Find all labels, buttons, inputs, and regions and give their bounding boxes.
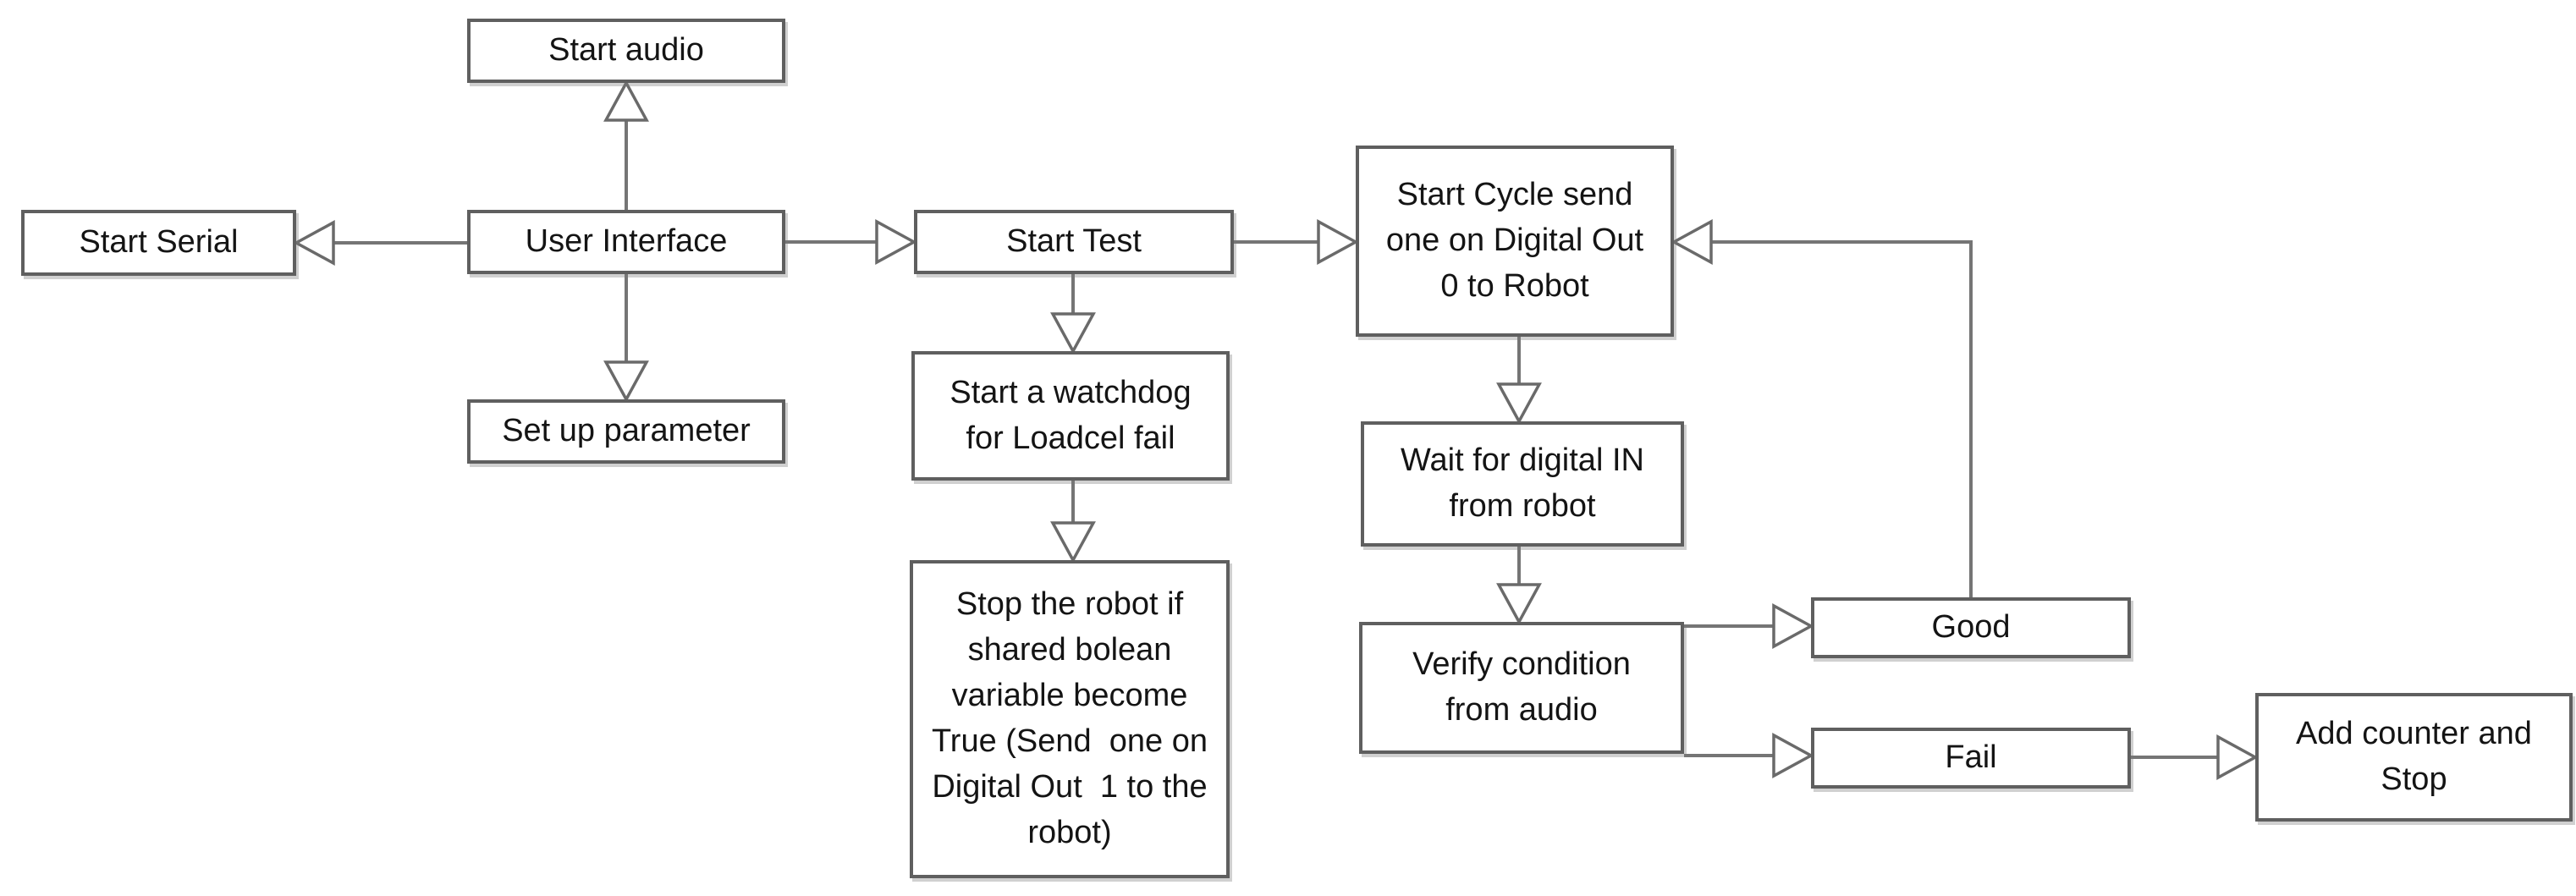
node-verify-condition-label: Verify condition from audio: [1412, 646, 1631, 728]
node-fail: Fail: [1811, 728, 2131, 789]
edge-start-test-to-start-cycle-arrowhead: [1317, 219, 1359, 265]
edge-user-interface-to-start-serial-arrowhead: [293, 220, 335, 266]
node-start-cycle: Start Cycle send one on Digital Out 0 to…: [1356, 146, 1674, 337]
edge-watchdog-to-stop-robot-arrowhead: [1050, 521, 1096, 563]
node-verify-condition: Verify condition from audio: [1359, 622, 1684, 754]
node-good-label: Good: [1931, 609, 2011, 646]
node-start-serial-label: Start Serial: [79, 224, 239, 261]
edge-fail-to-add-counter-arrowhead: [2216, 734, 2259, 780]
node-start-audio: Start audio: [467, 19, 785, 83]
node-start-test: Start Test: [914, 210, 1234, 274]
node-add-counter: Add counter and Stop: [2255, 693, 2573, 822]
edge-user-interface-to-start-test-arrowhead: [875, 219, 917, 265]
edge-start-test-to-watchdog-arrowhead: [1050, 312, 1096, 355]
node-wait-digital-in: Wait for digital IN from robot: [1361, 421, 1684, 547]
node-start-cycle-label: Start Cycle send one on Digital Out 0 to…: [1385, 177, 1644, 304]
edge-start-cycle-to-wait-digital-in-arrowhead: [1496, 382, 1542, 425]
node-good: Good: [1811, 597, 2131, 658]
edge-verify-condition-to-fail-arrowhead: [1772, 733, 1814, 778]
edge-wait-digital-in-to-verify-condition-arrowhead: [1496, 583, 1542, 625]
node-user-interface: User Interface: [467, 210, 785, 274]
edge-user-interface-to-set-up-parameter-arrowhead: [603, 360, 649, 403]
node-user-interface-label: User Interface: [525, 223, 728, 260]
node-start-serial: Start Serial: [21, 210, 296, 276]
edge-good-to-start-cycle-arrowhead: [1671, 219, 1713, 265]
edge-user-interface-to-start-audio-arrowhead: [603, 80, 649, 122]
edge-verify-condition-to-good-arrowhead: [1772, 603, 1814, 649]
node-set-up-parameter-label: Set up parameter: [502, 413, 751, 449]
node-start-audio-label: Start audio: [548, 32, 704, 69]
node-fail-label: Fail: [1945, 739, 1997, 776]
edge-good-to-start-cycle: [1711, 240, 1973, 597]
node-set-up-parameter: Set up parameter: [467, 399, 785, 464]
node-wait-digital-in-label: Wait for digital IN from robot: [1401, 443, 1644, 524]
node-start-test-label: Start Test: [1006, 223, 1142, 260]
node-stop-robot: Stop the robot if shared bolean variable…: [910, 560, 1230, 878]
node-watchdog-label: Start a watchdog for Loadcel fail: [949, 374, 1192, 456]
node-watchdog: Start a watchdog for Loadcel fail: [911, 351, 1230, 481]
node-add-counter-label: Add counter and Stop: [2296, 716, 2532, 797]
node-stop-robot-label: Stop the robot if shared bolean variable…: [931, 586, 1208, 850]
